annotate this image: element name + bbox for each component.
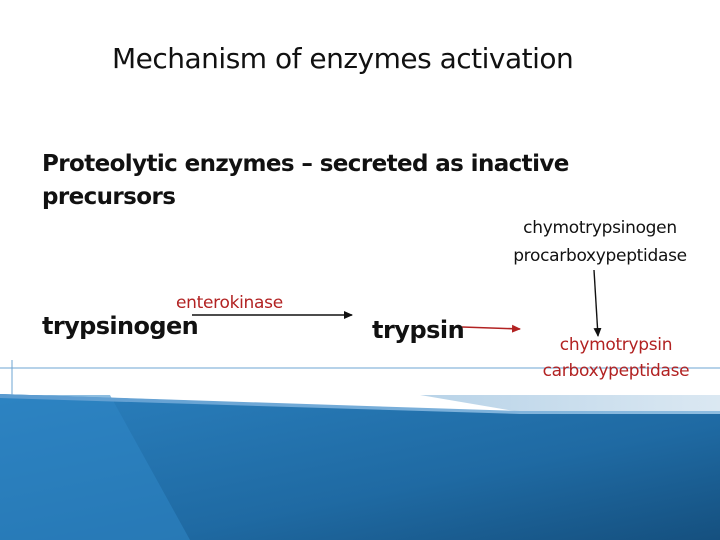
precursor-chymotrypsinogen: chymotrypsinogen [523,218,677,238]
trypsinogen-label: trypsinogen [42,312,199,340]
slide-title: Mechanism of enzymes activation [112,42,574,75]
band-blue [0,394,720,540]
activator-label: enterokinase [176,293,283,313]
band-light-strip [420,395,720,412]
product-chymotrypsin: chymotrypsin [559,335,673,355]
band-highlight [0,395,190,540]
trypsin-label: trypsin [372,316,465,344]
precursor-list: chymotrypsinogen procarboxypeptidase [480,214,720,270]
slide-subtitle: Proteolytic enzymes – secreted as inacti… [42,151,569,210]
trypsin-action-arrow [461,324,521,333]
precursor-procarboxypeptidase: procarboxypeptidase [513,246,687,266]
decorative-band [0,360,720,540]
conversion-arrow [593,269,602,337]
product-carboxypeptidase: carboxypeptidase [542,361,690,381]
product-list: chymotrypsin carboxypeptidase [516,332,716,384]
band-stripe [0,394,720,414]
